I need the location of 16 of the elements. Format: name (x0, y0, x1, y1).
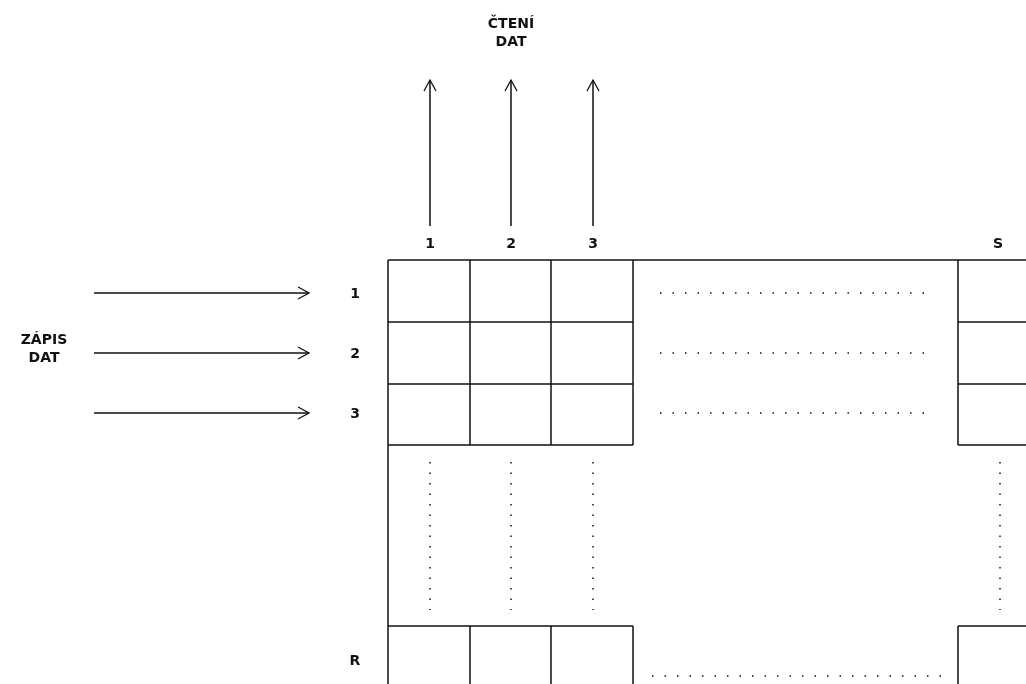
column-number: 2 (503, 234, 519, 252)
arrow (93, 406, 310, 420)
arrow (93, 346, 310, 360)
arrow (504, 79, 518, 227)
row-number: 3 (347, 404, 363, 422)
arrow (93, 286, 310, 300)
row-number: R (347, 651, 363, 669)
heading-text: ČTENÍ DAT (475, 14, 547, 50)
column-number: 3 (585, 234, 601, 252)
row-number: 2 (347, 344, 363, 362)
column-number: 1 (422, 234, 438, 252)
heading-text: ZÁPIS DAT (6, 330, 82, 366)
arrow (586, 79, 600, 227)
row-number: 1 (347, 284, 363, 302)
column-number: S (990, 234, 1006, 252)
arrow (423, 79, 437, 227)
